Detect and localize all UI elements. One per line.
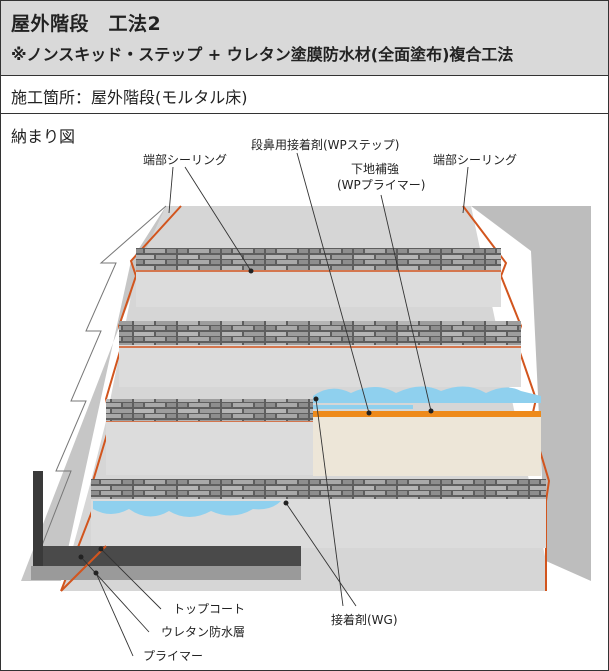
label-primer-reinforce-2: (WPプライマー) bbox=[337, 178, 425, 192]
label-edge-seal-left: 端部シーリング bbox=[143, 152, 227, 167]
stair-diagram: 段鼻用接着剤(WPステップ) 端部シーリング 端部シーリング 下地補強 (WPプ… bbox=[21, 137, 591, 663]
page-title: 屋外階段 工法2 bbox=[11, 13, 162, 35]
label-primer-reinforce-1: 下地補強 bbox=[351, 162, 399, 176]
layer-topcoat bbox=[41, 546, 301, 566]
label-nosing-adhesive: 段鼻用接着剤(WPステップ) bbox=[251, 137, 399, 152]
label-adhesive-wg: 接着剤(WG) bbox=[331, 612, 398, 627]
method-subtitle: ※ノンスキッド・ステップ + ウレタン塗膜防水材(全面塗布)複合工法 bbox=[11, 45, 514, 64]
nosing-tread-4 bbox=[91, 479, 546, 499]
callout-dots bbox=[78, 268, 434, 576]
edge-seal-line-right bbox=[462, 205, 551, 591]
header-bar: 屋外階段 工法2 ※ノンスキッド・ステップ + ウレタン塗膜防水材(全面塗布)複… bbox=[1, 1, 608, 76]
adhesive-strip bbox=[313, 405, 413, 409]
nosing-tread-1 bbox=[136, 248, 501, 270]
label-top-coat: トップコート bbox=[173, 602, 245, 616]
adhesive-wave-4 bbox=[93, 501, 281, 517]
location-row: 施工箇所：屋外階段(モルタル床) bbox=[1, 76, 608, 114]
section-label: 納まり図 bbox=[11, 127, 76, 146]
primer-reinforce-area bbox=[313, 416, 541, 476]
label-urethane-layer: ウレタン防水層 bbox=[161, 624, 245, 639]
location-text: 施工箇所：屋外階段(モルタル床) bbox=[11, 88, 248, 107]
bottom-edge-seal bbox=[60, 545, 107, 592]
step-riser-1 bbox=[136, 269, 501, 307]
layer-primer-band bbox=[33, 471, 43, 566]
leader-lines bbox=[80, 152, 469, 657]
label-primer: プライマー bbox=[143, 649, 203, 663]
left-step-profile bbox=[35, 205, 167, 562]
layer-urethane bbox=[31, 566, 301, 580]
stair-left-wall bbox=[21, 206, 166, 581]
reinforce-strip bbox=[313, 411, 541, 417]
label-edge-seal-right: 端部シーリング bbox=[433, 152, 517, 167]
nosing-tread-2 bbox=[119, 321, 521, 345]
nosing-tread-3 bbox=[106, 399, 313, 421]
stair-right-wall bbox=[471, 206, 591, 581]
step-riser-2 bbox=[119, 345, 521, 387]
